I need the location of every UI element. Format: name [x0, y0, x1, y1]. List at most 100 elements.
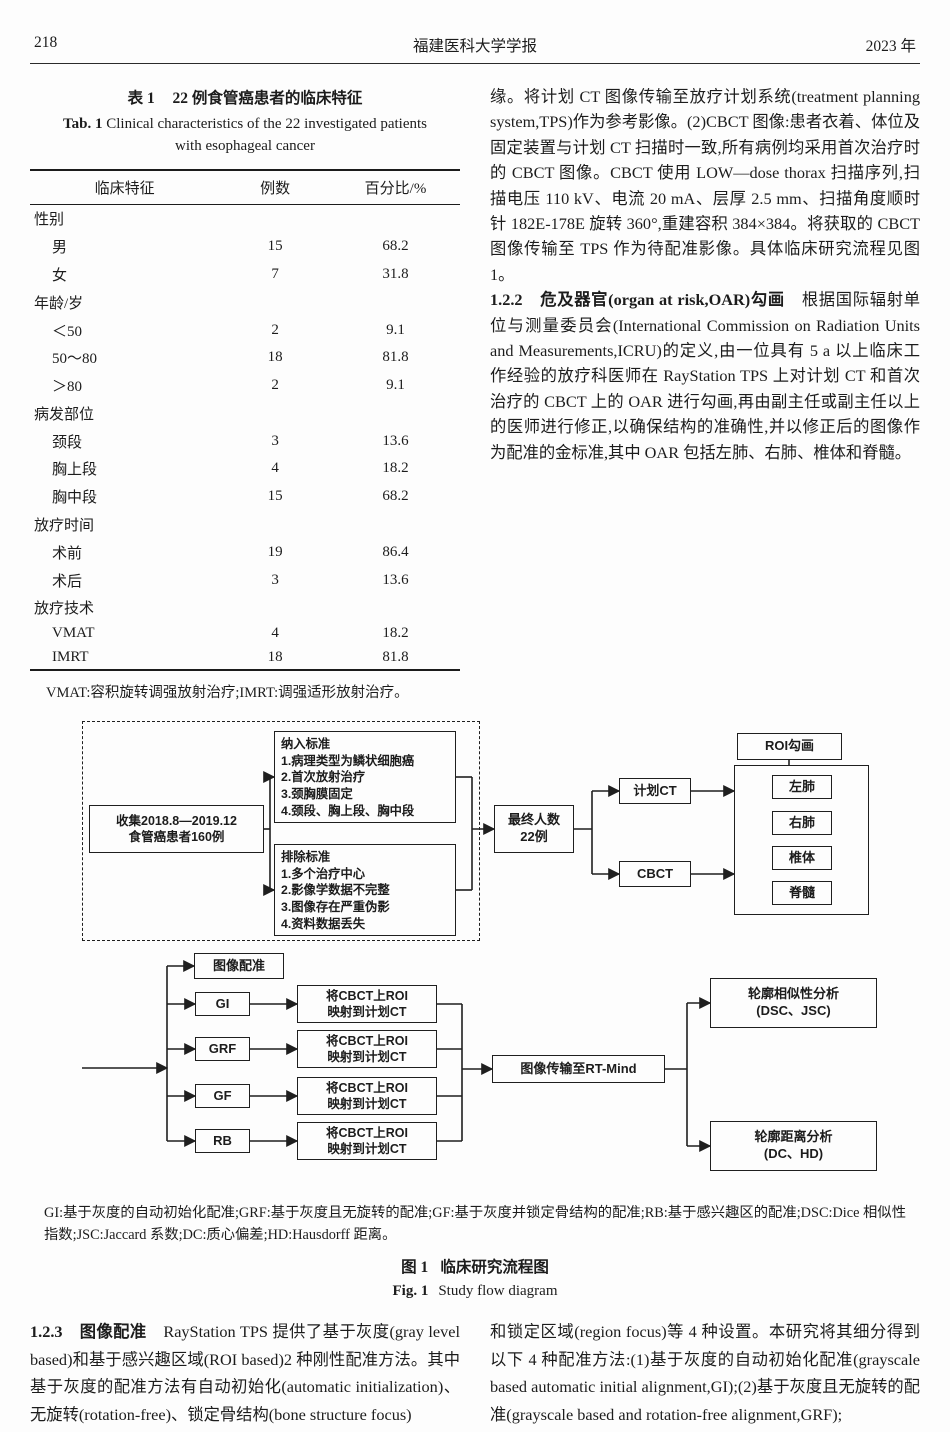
table-row: 胸上段 4 18.2 [30, 455, 460, 483]
row-count: 15 [267, 488, 283, 505]
table-row: VMAT 4 18.2 [30, 622, 460, 646]
row-percent [331, 288, 460, 316]
table-row: 50～80 18 81.8 [30, 344, 460, 372]
row-percent: 18.2 [382, 460, 409, 477]
right-column: 缘。将计划 CT 图像传输至放疗计划系统(treatment planning … [490, 84, 920, 702]
figure-label-zh: 图 1 [401, 1259, 429, 1277]
table-row: 胸中段 15 68.2 [30, 483, 460, 511]
node-map-roi-3: 将CBCT上ROI 映射到计划CT [297, 1077, 437, 1116]
row-label: 颈段 [52, 434, 83, 451]
row-count: 3 [271, 571, 279, 588]
figure-caption-en: Fig. 1 Study flow diagram [30, 1283, 920, 1300]
organs-container-box [734, 765, 869, 916]
paragraph-cbct: 缘。将计划 CT 图像传输至放疗计划系统(treatment planning … [490, 87, 920, 284]
row-label: 术后 [52, 573, 83, 590]
row-count: 2 [271, 321, 279, 338]
table-row: 性别 [30, 205, 460, 233]
row-count [219, 288, 331, 316]
node-method-gf: GF [195, 1084, 250, 1109]
page-number: 218 [34, 34, 58, 51]
row-count [219, 399, 331, 427]
figure-legend: GI:基于灰度的自动初始化配准;GRF:基于灰度且无旋转的配准;GF:基于灰度并… [44, 1205, 906, 1244]
row-count [219, 594, 331, 622]
row-percent [331, 205, 460, 233]
node-transfer-rt-mind: 图像传输至RT-Mind [492, 1055, 665, 1084]
row-label: 50～80 [52, 351, 98, 368]
table-row: 放疗技术 [30, 594, 460, 622]
section-1-2-2-body: 根据国际辐射单位与测量委员会(International Commission … [490, 290, 920, 462]
node-contour-similarity-analysis: 轮廓相似性分析 (DSC、JSC) [710, 978, 877, 1029]
node-method-gi: GI [195, 992, 250, 1017]
table-row: ＞80 2 9.1 [30, 372, 460, 400]
row-count: 18 [267, 349, 283, 366]
col-header-characteristic: 临床特征 [94, 181, 155, 197]
row-percent [331, 594, 460, 622]
bottom-left-column: 1.2.3 图像配准 RayStation TPS 提供了基于灰度(gray l… [30, 1318, 460, 1428]
node-map-roi-4: 将CBCT上ROI 映射到计划CT [297, 1122, 437, 1161]
row-percent: 68.2 [382, 488, 409, 505]
paragraph-registration-settings: 和锁定区域(region focus)等 4 种设置。本研究将其细分得到以下 4… [490, 1322, 920, 1424]
table-row: 男 15 68.2 [30, 233, 460, 261]
row-count: 19 [267, 543, 283, 560]
row-count [219, 205, 331, 233]
row-count: 7 [271, 265, 279, 282]
node-plan-ct: 计划CT [619, 778, 691, 805]
table-row: 女 7 31.8 [30, 261, 460, 289]
row-label: VMAT [52, 625, 95, 642]
journal-title: 福建医科大学学报 [412, 38, 537, 55]
section-1-2-2: 1.2.2 危及器官(organ at risk,OAR)勾画 根据国际辐射单位… [490, 287, 920, 465]
bottom-right-column: 和锁定区域(region focus)等 4 种设置。本研究将其细分得到以下 4… [490, 1318, 920, 1428]
node-organ-left-lung: 左肺 [772, 775, 832, 800]
row-count: 2 [271, 377, 279, 394]
row-label: ＞80 [52, 379, 83, 396]
node-map-roi-2: 将CBCT上ROI 映射到计划CT [297, 1030, 437, 1069]
row-percent: 13.6 [382, 432, 409, 449]
row-percent: 31.8 [382, 265, 409, 282]
row-label: 放疗时间 [34, 517, 95, 534]
node-organ-right-lung: 右肺 [772, 811, 832, 836]
table-row: 术前 19 86.4 [30, 538, 460, 566]
bottom-columns: 1.2.3 图像配准 RayStation TPS 提供了基于灰度(gray l… [30, 1318, 920, 1428]
table-label-zh: 表 1 [127, 90, 155, 107]
section-1-2-3-heading: 1.2.3 图像配准 [30, 1322, 164, 1342]
node-method-grf: GRF [195, 1037, 250, 1062]
page-header: 218 福建医科大学学报 2023 年 [30, 34, 920, 56]
figure-caption-en-text: Study flow diagram [438, 1283, 558, 1300]
row-label: 术前 [52, 545, 83, 562]
section-1-2-3-body: RayStation TPS 提供了基于灰度(gray level based)… [30, 1322, 460, 1424]
node-image-registration: 图像配准 [194, 953, 284, 980]
study-flow-diagram: 收集2018.8—2019.12 食管癌患者160例 纳入标准 1.病理类型为鳞… [72, 718, 912, 1188]
table-footnote: VMAT:容积旋转调强放射治疗;IMRT:调强适形放射治疗。 [46, 685, 409, 702]
row-percent: 18.2 [382, 625, 409, 642]
row-count [219, 511, 331, 539]
row-label: 胸中段 [52, 490, 98, 507]
node-final-count: 最终人数 22例 [494, 805, 574, 854]
section-1-2-2-heading: 1.2.2 危及器官(organ at risk,OAR)勾画 [490, 290, 802, 310]
node-cbct: CBCT [619, 861, 691, 888]
row-percent: 68.2 [382, 238, 409, 255]
row-count: 15 [267, 238, 283, 255]
figure-label-en: Fig. 1 [392, 1283, 429, 1300]
table-head: 临床特征 例数 百分比/% [30, 170, 460, 205]
node-collect-patients: 收集2018.8—2019.12 食管癌患者160例 [89, 805, 264, 854]
table-title-zh: 表 1 22 例食管癌患者的临床特征 [30, 86, 460, 108]
header-rule [30, 63, 920, 64]
row-percent: 86.4 [382, 543, 409, 560]
row-label: 年龄/岁 [34, 295, 84, 312]
figure-caption-zh-text: 临床研究流程图 [440, 1259, 549, 1277]
screening-dashed-box [82, 721, 480, 942]
table-row: 年龄/岁 [30, 288, 460, 316]
node-inclusion-criteria: 纳入标准 1.病理类型为鳞状细胞癌 2.首次放射治疗 3.颈胸膜固定 4.颈段、… [274, 731, 456, 824]
clinical-characteristics-table: 临床特征 例数 百分比/% 性别 男 [30, 169, 460, 672]
left-column: 表 1 22 例食管癌患者的临床特征 Tab. 1 Clinical chara… [30, 84, 460, 702]
row-percent: 13.6 [382, 571, 409, 588]
row-label: IMRT [52, 648, 89, 665]
row-label: 胸上段 [52, 462, 98, 479]
node-method-rb: RB [195, 1129, 250, 1154]
table-row: 颈段 3 13.6 [30, 427, 460, 455]
table-row: 病发部位 [30, 399, 460, 427]
row-count: 3 [271, 432, 279, 449]
node-contour-distance-analysis: 轮廓距离分析 (DC、HD) [710, 1121, 877, 1172]
node-exclusion-criteria: 排除标准 1.多个治疗中心 2.影像学数据不完整 3.图像存在严重伪影 4.资料… [274, 844, 456, 937]
